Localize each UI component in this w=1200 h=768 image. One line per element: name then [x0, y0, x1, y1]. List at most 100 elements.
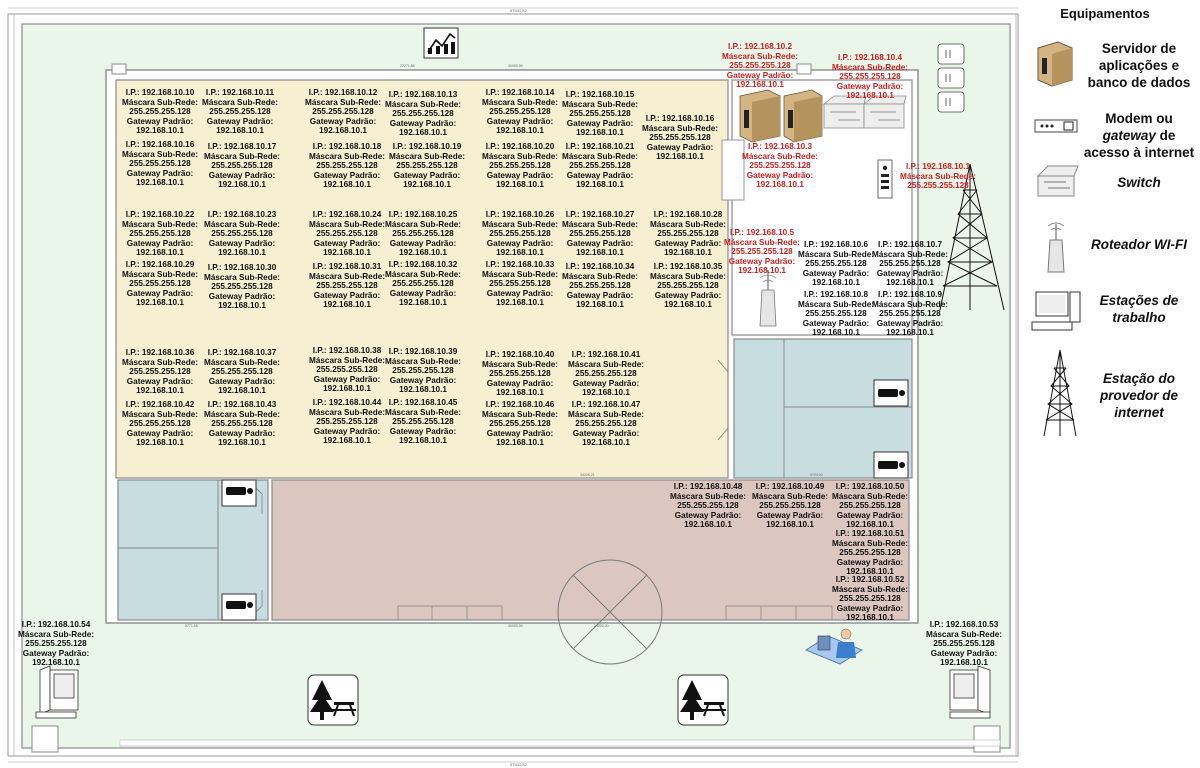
device-mask-value: 255.255.255.128: [569, 229, 631, 239]
open-office-area: [115, 79, 729, 479]
device-mask-label: Máscara Sub-Rede:: [204, 357, 280, 367]
device-ip: I.P.: 192.168.10.11: [205, 88, 275, 97]
device-gateway-value: 192.168.10.1: [216, 126, 264, 136]
device-mask-label: Máscara Sub-Rede:: [562, 99, 638, 109]
device-mask-value: 255.255.255.128: [392, 366, 454, 376]
device-mask-value: 255.255.255.128: [489, 161, 551, 171]
device-ip: I.P.: 192.168.10.9: [877, 290, 943, 299]
device-ip: I.P.: 192.168.10.27: [565, 210, 635, 219]
device-ip: I.P.: 192.168.10.44: [312, 398, 382, 407]
device-mask-label: Máscara Sub-Rede:: [122, 409, 198, 419]
device-mask-label: Máscara Sub-Rede:: [204, 272, 280, 282]
device-gateway-label: Gateway Padrão:: [126, 376, 194, 386]
device-gateway-value: 192.168.10.1: [846, 520, 894, 530]
device-gateway-value: 192.168.10.1: [846, 567, 894, 577]
device-gateway-value: 192.168.10.1: [656, 152, 704, 162]
device-mask-value: 255.255.255.128: [729, 61, 791, 71]
device-gateway-value: 192.168.10.1: [32, 658, 80, 668]
wifi-router-icon: [1044, 220, 1068, 279]
restroom-sign-icon: [873, 451, 909, 479]
device-gateway-value: 192.168.10.1: [218, 301, 266, 311]
device-mask-label: Máscara Sub-Rede:: [562, 219, 638, 229]
device-gateway-value: 192.168.10.1: [218, 438, 266, 448]
device-gateway-label: Gateway Padrão:: [486, 378, 554, 388]
device-gateway-label: Gateway Padrão:: [206, 116, 274, 126]
svg-text:34225,21: 34225,21: [580, 473, 595, 477]
device-ip: I.P.: 192.168.10.4: [837, 53, 903, 62]
device-gateway-label: Gateway Padrão:: [674, 510, 742, 520]
device-gateway-label: Gateway Padrão:: [208, 291, 276, 301]
device-gateway-label: Gateway Padrão:: [389, 426, 457, 436]
tower-icon: [1040, 348, 1080, 443]
device-mask-value: 255.255.255.128: [839, 501, 901, 511]
device-gateway-value: 192.168.10.1: [136, 248, 184, 258]
server-icon: [739, 89, 781, 143]
device-mask-label: Máscara Sub-Rede:: [650, 219, 726, 229]
device-gateway-value: 192.168.10.1: [399, 436, 447, 446]
device-gateway-label: Gateway Padrão:: [802, 268, 870, 278]
device-mask-label: Máscara Sub-Rede:: [872, 249, 948, 259]
device-mask-label: Máscara Sub-Rede:: [832, 62, 908, 72]
svg-text:30000,00: 30000,00: [508, 64, 523, 68]
device-gateway-value: 192.168.10.1: [323, 180, 371, 190]
device-mask-value: 255.255.255.128: [731, 247, 793, 257]
device-ip: I.P.: 192.168.10.17: [207, 142, 277, 151]
device-mask-label: Máscara Sub-Rede:: [122, 269, 198, 279]
switch-icon: [822, 95, 907, 129]
device-gateway-label: Gateway Padrão:: [208, 376, 276, 386]
device-mask-label: Máscara Sub-Rede:: [832, 538, 908, 548]
device-gateway-value: 192.168.10.1: [756, 180, 804, 190]
device-ip: I.P.: 192.168.10.45: [388, 398, 458, 407]
device-mask-value: 255.255.255.128: [839, 594, 901, 604]
device-gateway-value: 192.168.10.1: [940, 658, 988, 668]
device-mask-value: 255.255.255.128: [129, 107, 191, 117]
device-mask-label: Máscara Sub-Rede:: [309, 151, 385, 161]
svg-text:57941,82: 57941,82: [510, 8, 527, 13]
device-mask-label: Máscara Sub-Rede:: [568, 409, 644, 419]
device-gateway-label: Gateway Padrão:: [208, 238, 276, 248]
device-ip: I.P.: 192.168.10.48: [673, 482, 743, 491]
device-gateway-label: Gateway Padrão:: [486, 116, 554, 126]
device-gateway-value: 192.168.10.1: [576, 180, 624, 190]
device-mask-label: Máscara Sub-Rede:: [900, 171, 976, 181]
device-ip: I.P.: 192.168.10.25: [388, 210, 458, 219]
device-gateway-label: Gateway Padrão:: [654, 238, 722, 248]
device-mask-value: 255.255.255.128: [392, 229, 454, 239]
device-gateway-value: 192.168.10.1: [403, 180, 451, 190]
device-mask-value: 255.255.255.128: [489, 229, 551, 239]
device-gateway-label: Gateway Padrão:: [126, 116, 194, 126]
picnic-area-icon: [307, 674, 359, 726]
equipment-rack-icon: [937, 43, 965, 113]
device-ip: I.P.: 192.168.10.39: [388, 347, 458, 356]
device-gateway-label: Gateway Padrão:: [313, 290, 381, 300]
legend-item-label: Switch: [1117, 175, 1161, 190]
reception-area: [271, 479, 910, 621]
device-gateway-value: 192.168.10.1: [766, 520, 814, 530]
device-gateway-value: 192.168.10.1: [582, 388, 630, 398]
device-ip: I.P.: 192.168.10.13: [388, 90, 458, 99]
device-mask-value: 255.255.255.128: [569, 109, 631, 119]
device-ip: I.P.: 192.168.10.12: [308, 88, 378, 97]
device-mask-value: 255.255.255.128: [489, 279, 551, 289]
device-gateway-value: 192.168.10.1: [684, 520, 732, 530]
device-ip: I.P.: 192.168.10.52: [835, 575, 905, 584]
workstation-icon: [35, 665, 79, 719]
device-gateway-label: Gateway Padrão:: [836, 603, 904, 613]
